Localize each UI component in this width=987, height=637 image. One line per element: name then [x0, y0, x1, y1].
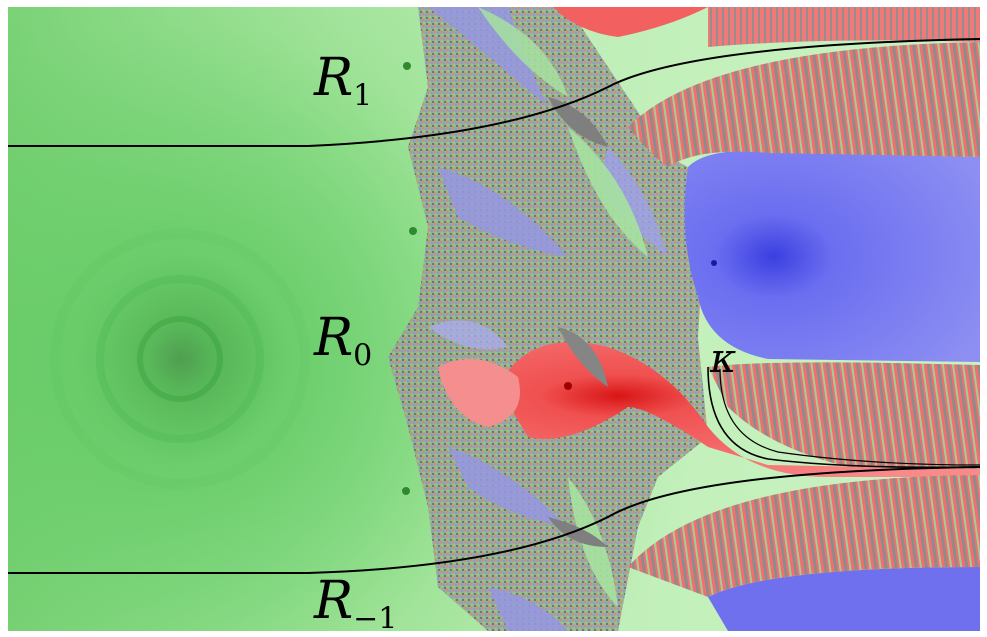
- label-r-minus-1-symbol: R: [314, 571, 354, 631]
- label-r1: R1: [314, 52, 372, 112]
- fractal-figure: R1 R0 R−1 κ: [8, 7, 980, 631]
- label-r0: R0: [314, 312, 372, 372]
- label-r-minus-1-subscript: −1: [353, 601, 398, 631]
- fractal-canvas: [8, 7, 980, 631]
- label-r1-subscript: 1: [353, 78, 373, 114]
- label-kappa-symbol: κ: [710, 336, 737, 382]
- label-r-minus-1: R−1: [314, 575, 397, 631]
- label-r0-subscript: 0: [353, 338, 373, 374]
- label-r0-symbol: R: [314, 308, 354, 368]
- label-r1-symbol: R: [314, 48, 354, 108]
- label-kappa: κ: [710, 339, 736, 379]
